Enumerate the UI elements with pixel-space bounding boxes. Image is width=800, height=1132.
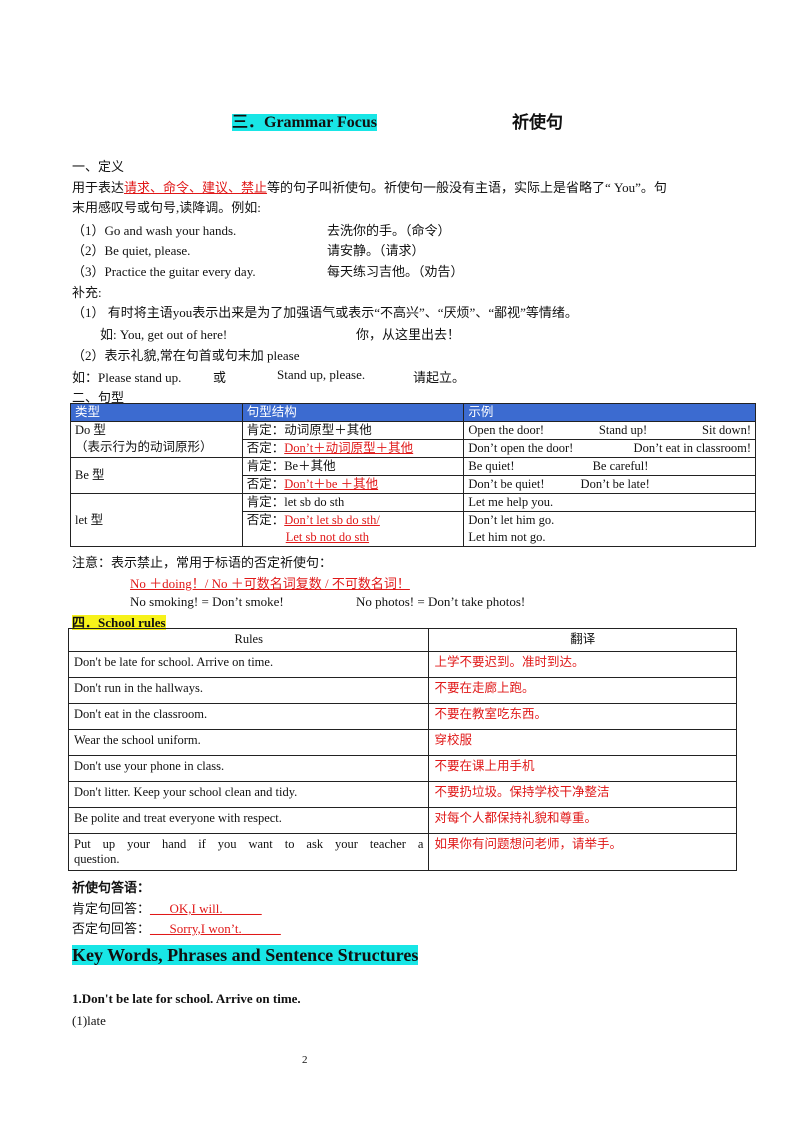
key-item-1: 1.Don't be late for school. Arrive on ti… <box>72 991 301 1006</box>
page-number: 2 <box>302 1054 308 1066</box>
type-cell-let: let 型 <box>70 493 243 547</box>
answer-positive: 肯定句回答：___OK,I will.______ <box>72 901 262 916</box>
supplement-heading: 补充: <box>72 285 102 300</box>
rule-en: Don't use your phone in class. <box>67 755 430 782</box>
answer-negative: 否定句回答：___Sorry,I won’t.______ <box>72 921 281 936</box>
type-label: let 型 <box>75 512 104 527</box>
structure-cell: 肯定：Be＋其他 <box>241 457 465 476</box>
key-sub-1: (1)late <box>72 1013 106 1028</box>
rule-zh: 对每个人都保持礼貌和尊重。 <box>428 807 737 834</box>
example-cell: Let me help you. <box>463 493 756 512</box>
note-red: No ＋doing！/ No ＋可数名词复数 / 不可数名词！ <box>130 576 410 591</box>
rule-zh: 穿校服 <box>428 729 737 756</box>
table-row: let 型 肯定：let sb do sth Let me help you. <box>70 493 756 547</box>
rule-en: Be polite and treat everyone with respec… <box>67 807 430 834</box>
example-cell: Open the door!Stand up!Sit down! <box>463 421 756 440</box>
answers-heading: 祈使句答语： <box>72 880 151 895</box>
title-right: 祈使句 <box>512 113 563 132</box>
rule-zh: 如果你有问题想问老师，请举手。 <box>428 833 737 871</box>
example-cell: Be quiet!Be careful! <box>463 457 756 476</box>
type-cell-do: Do 型 （表示行为的动词原形） <box>70 421 243 458</box>
example-3-zh: 每天练习吉他。（劝告） <box>327 264 464 279</box>
definition-line-2: 末用感叹号或句号,读降调。例如: <box>72 200 261 215</box>
type-label: Do 型 <box>75 423 106 437</box>
supplement-2-example-zh: 请起立。 <box>413 370 466 385</box>
page-title: 三．Grammar Focus <box>232 108 378 132</box>
structure-cell: 否定：Don’t＋动词原型＋其他 <box>241 439 465 458</box>
rule-zh: 不要在走廊上跑。 <box>428 677 737 704</box>
definition-red: 请求、命令、建议、禁止 <box>124 180 268 195</box>
type-label: Be 型 <box>75 468 105 482</box>
supplement-1: （1） 有时将主语you表示出来是为了加强语气或表示“不高兴”、“厌烦”、“鄙视… <box>72 305 578 320</box>
rule-zh: 不要在课上用手机 <box>428 755 737 782</box>
table-row: Don't run in the hallways.不要在走廊上跑。 <box>67 677 737 704</box>
supplement-1-example-en: 如: You, get out of here! <box>100 327 228 342</box>
example-2-zh: 请安静。（请求） <box>327 243 425 258</box>
supplement-2-example-or: 或 <box>213 370 227 385</box>
example-2-en: （2）Be quiet, please. <box>72 243 191 258</box>
header-rules: Rules <box>67 628 430 652</box>
example-cell: Don’t be quiet!Don’t be late! <box>463 475 756 494</box>
sentence-type-table: 类型 句型结构 示例 Do 型 （表示行为的动词原形） 肯定：动词原型＋其他 O… <box>70 403 756 547</box>
structure-cell: 肯定：动词原型＋其他 <box>241 421 465 440</box>
supplement-2-example-a: 如：Please stand up. <box>72 370 182 385</box>
table-row: Be polite and treat everyone with respec… <box>67 807 737 834</box>
example-3-en: （3）Practice the guitar every day. <box>72 264 256 279</box>
key-words-heading-text: Key Words, Phrases and Sentence Structur… <box>72 945 419 965</box>
example-1-en: （1）Go and wash your hands. <box>72 223 237 238</box>
rules-table: Rules 翻译 Don't be late for school. Arriv… <box>67 628 737 871</box>
rule-zh: 不要在教室吃东西。 <box>428 703 737 730</box>
supplement-2-example-b: Stand up, please. <box>277 367 366 382</box>
table-row: Don't be late for school. Arrive on time… <box>67 651 737 678</box>
header-type: 类型 <box>70 403 243 422</box>
note-example-2: No photos! = Don’t take photos! <box>356 594 526 609</box>
rule-en: Put up your hand if you want to ask your… <box>67 833 430 871</box>
definition-text-post: 等的句子叫祈使句。祈使句一般没有主语，实际上是省略了“ You”。句 <box>267 180 667 195</box>
rule-zh: 不要扔垃圾。保持学校干净整洁 <box>428 781 737 808</box>
definition-text: 用于表达 <box>72 180 125 195</box>
table-row: Wear the school uniform.穿校服 <box>67 729 737 756</box>
type-cell-be: Be 型 <box>70 457 243 494</box>
rules-heading: 四．School rules <box>72 612 166 631</box>
table-row: Do 型 （表示行为的动词原形） 肯定：动词原型＋其他 Open the doo… <box>70 421 756 458</box>
table-row: 否定：Don’t let sb do sth/ Let sb not do st… <box>71 511 756 547</box>
header-translation: 翻译 <box>428 628 737 652</box>
example-cell: Don’t open the door!Don’t eat in classro… <box>463 439 756 458</box>
rule-en: Don't be late for school. Arrive on time… <box>67 651 430 678</box>
table-row: Put up your hand if you want to ask your… <box>67 833 737 871</box>
structure-cell: 肯定：let sb do sth <box>241 493 465 512</box>
definition-line-1: 用于表达请求、命令、建议、禁止等的句子叫祈使句。祈使句一般没有主语，实际上是省略… <box>72 177 667 196</box>
rules-header-row: Rules 翻译 <box>67 628 737 652</box>
rule-en: Don't eat in the classroom. <box>67 703 430 730</box>
table-row: Don't litter. Keep your school clean and… <box>67 781 737 808</box>
note-text: 注意：表示禁止，常用于标语的否定祈使句： <box>72 555 333 570</box>
patterns-heading: 二、句型 <box>72 390 125 405</box>
note-example-1: No smoking! = Don’t smoke! <box>130 594 284 609</box>
definition-heading: 一、定义 <box>72 159 125 174</box>
table-row: Don't eat in the classroom.不要在教室吃东西。 <box>67 703 737 730</box>
key-words-heading: Key Words, Phrases and Sentence Structur… <box>72 945 419 966</box>
example-cell: Don’t let him go. Let him not go. <box>463 511 756 547</box>
rule-zh: 上学不要迟到。准时到达。 <box>428 651 737 678</box>
table-row: 否定：Don’t＋动词原型＋其他 Don’t open the door!Don… <box>71 439 756 458</box>
table-row: Be 型 肯定：Be＋其他 Be quiet!Be careful! <box>70 457 756 494</box>
table-row: Don't use your phone in class.不要在课上用手机 <box>67 755 737 782</box>
table-header-row: 类型 句型结构 示例 <box>70 403 756 422</box>
structure-cell: 否定：Don’t＋be ＋其他 <box>241 475 465 494</box>
supplement-2: （2）表示礼貌,常在句首或句末加 please <box>72 348 300 363</box>
rule-en: Don't run in the hallways. <box>67 677 430 704</box>
supplement-1-example-zh: 你，从这里出去！ <box>356 327 461 342</box>
title-prefix: 三．Grammar Focus <box>232 114 378 131</box>
header-structure: 句型结构 <box>241 403 465 422</box>
rules-heading-text: 四．School rules <box>72 615 166 630</box>
type-note: （表示行为的动词原形） <box>75 440 213 454</box>
rule-en: Wear the school uniform. <box>67 729 430 756</box>
header-example: 示例 <box>463 403 756 422</box>
structure-cell: 否定：Don’t let sb do sth/ Let sb not do st… <box>241 511 465 547</box>
rule-en: Don't litter. Keep your school clean and… <box>67 781 430 808</box>
example-1-zh: 去洗你的手。（命令） <box>327 223 451 238</box>
